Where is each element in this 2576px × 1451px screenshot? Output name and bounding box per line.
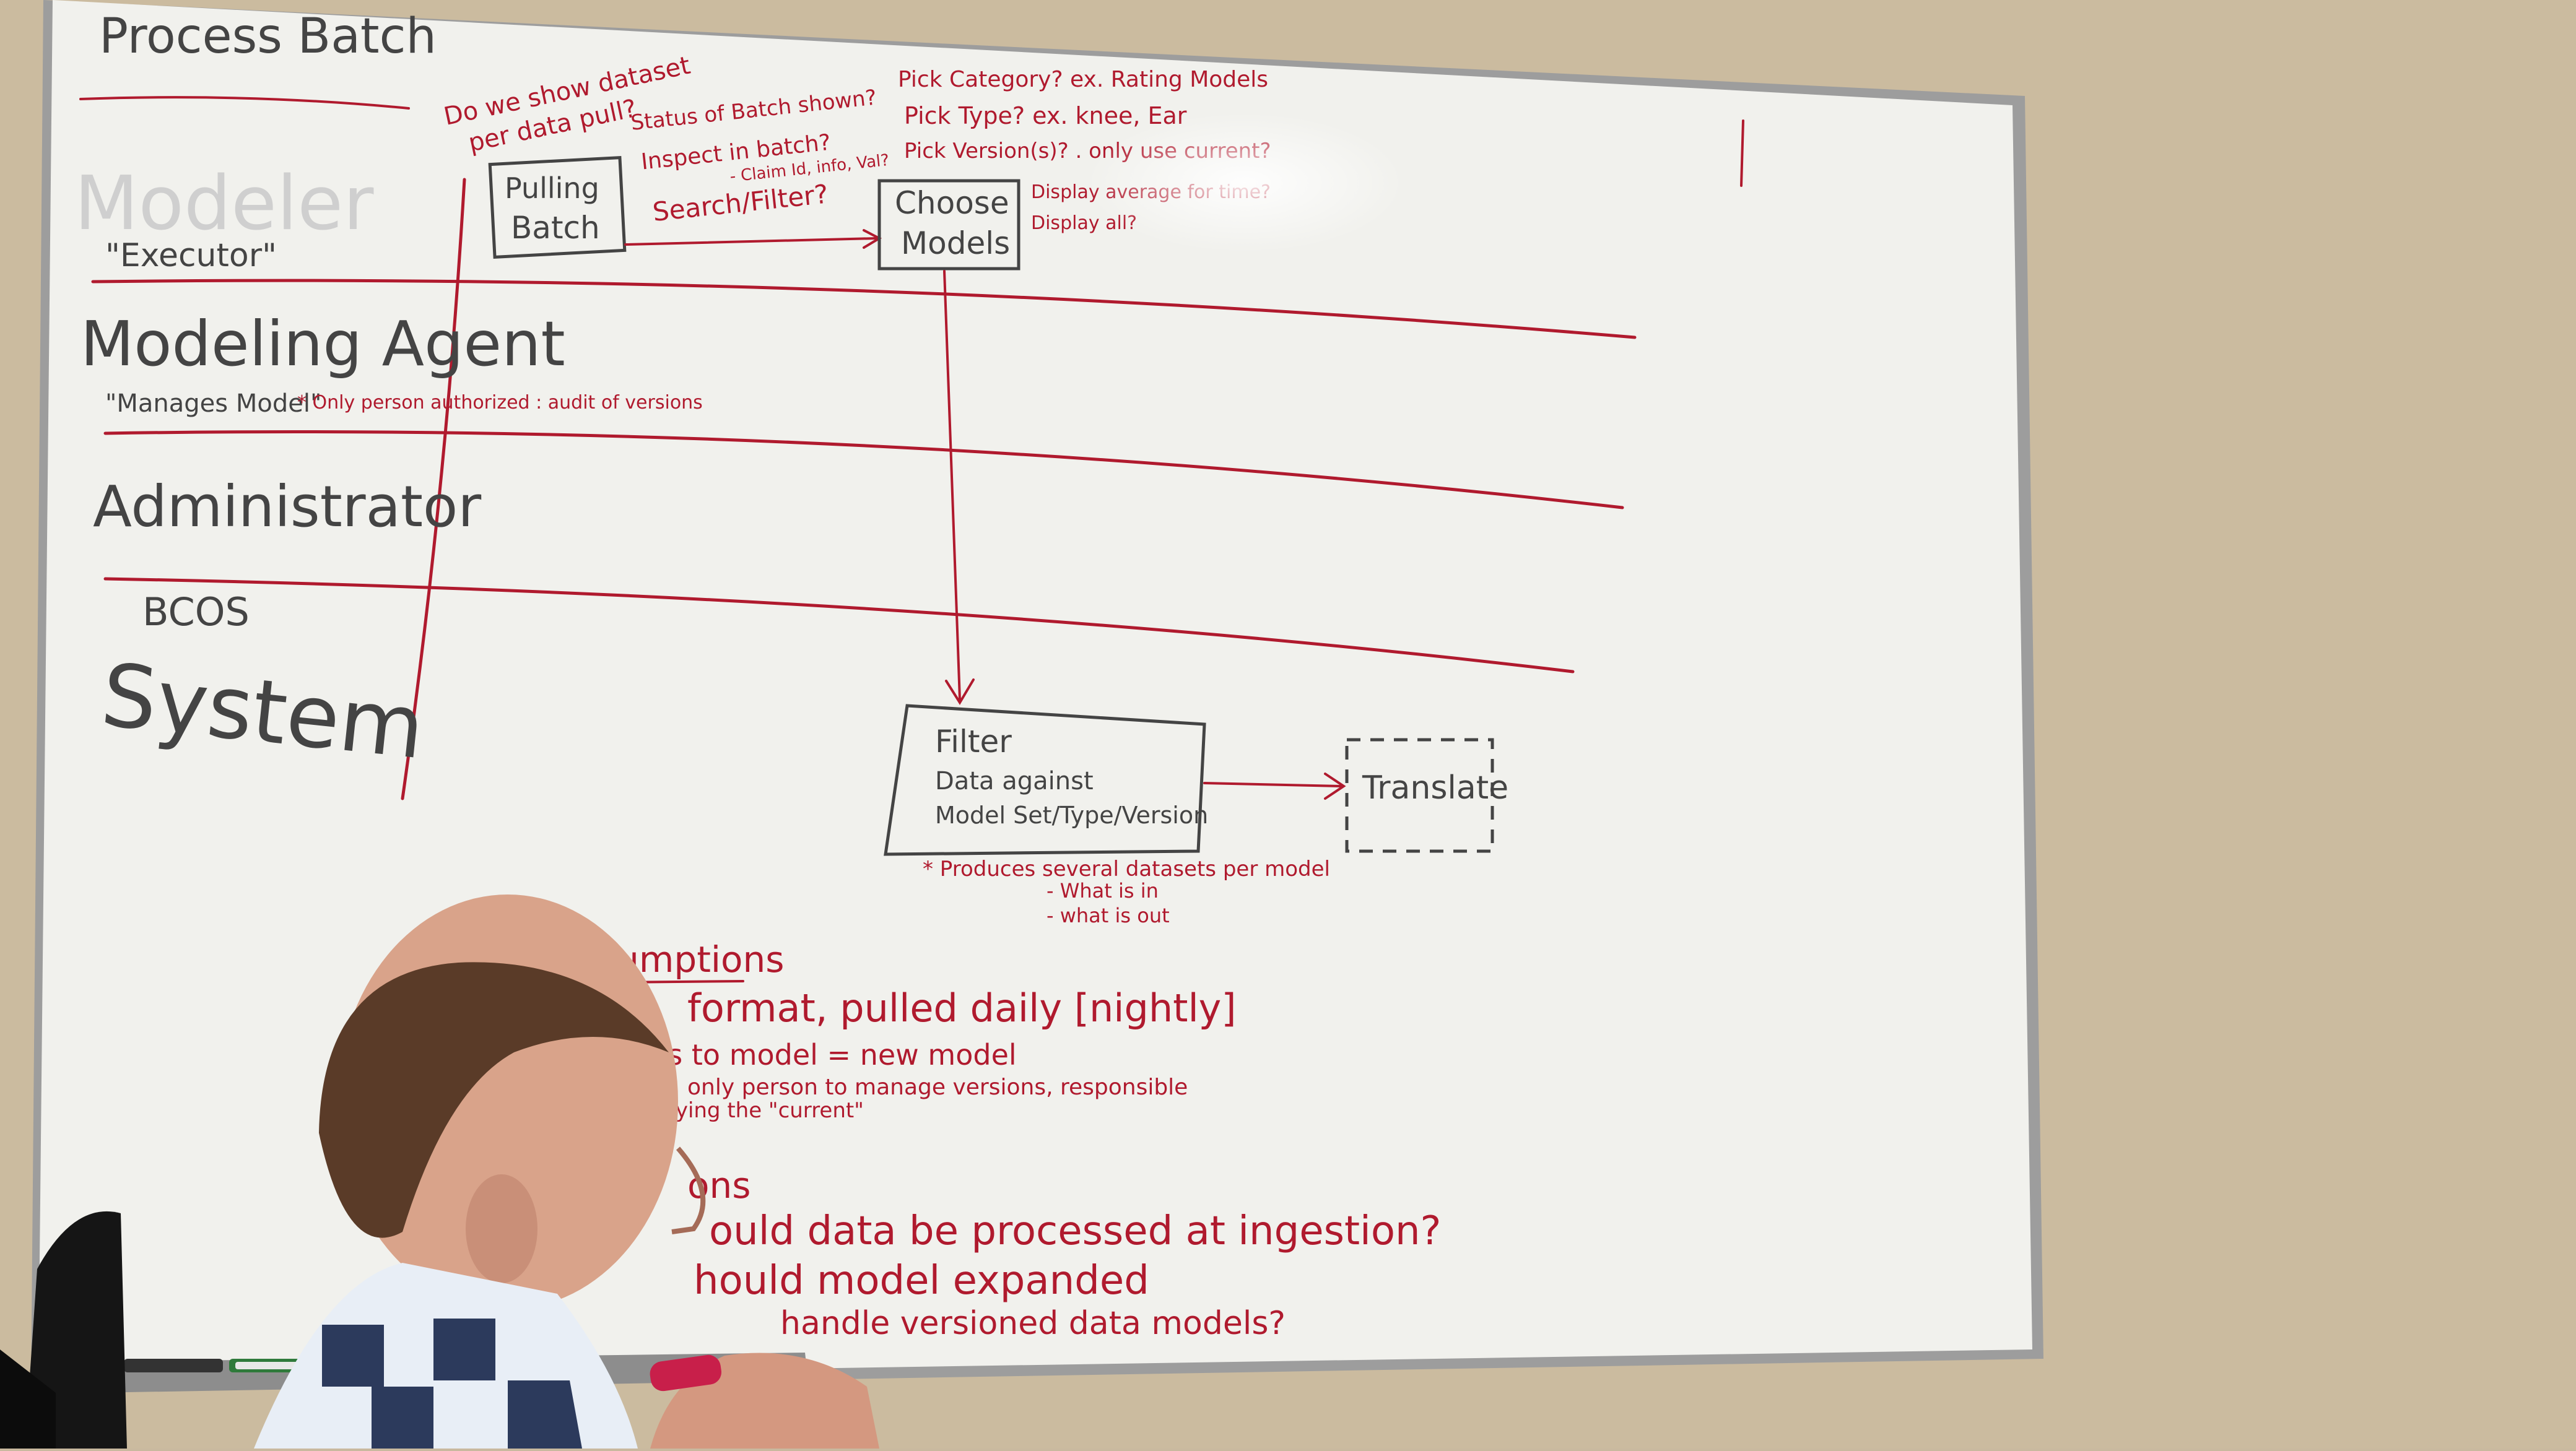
lane-divider-2 xyxy=(103,430,1624,509)
board-title: Process Batch xyxy=(99,9,437,64)
assumption-line-2: es to model = new model xyxy=(650,1038,1017,1072)
note-right-line-4: Display average for time? xyxy=(1031,181,1271,203)
box-filter-line-1: Filter xyxy=(935,724,1012,760)
chair-edge xyxy=(0,1349,56,1449)
red-marker xyxy=(650,1354,721,1392)
box-translate-label: Translate xyxy=(1362,769,1508,807)
box-pulling-line-1: Pulling xyxy=(505,171,599,205)
note-right-line-5: Display all? xyxy=(1031,212,1137,234)
assumption-line-1: format, pulled daily [nightly] xyxy=(687,985,1237,1031)
lane-modeling-agent-label: Modeling Agent xyxy=(80,308,565,380)
arrow-choose-to-filter xyxy=(943,270,961,701)
lane-divider-3 xyxy=(103,577,1575,674)
box-pulling-batch xyxy=(488,155,627,259)
lane-modeling-agent-subtitle: "Manages Model" xyxy=(105,389,321,418)
assumption-line-4: ifying the "current" xyxy=(663,1098,864,1123)
note-right-line-1: Pick Category? ex. Rating Models xyxy=(898,67,1268,92)
box-choose-line-2: Models xyxy=(901,225,1010,261)
arrow-pulling-to-choose xyxy=(624,237,877,246)
box-filter-line-3: Model Set/Type/Version xyxy=(935,802,1208,829)
box-filter xyxy=(884,704,1206,856)
question-line-2: hould model expanded xyxy=(694,1258,1149,1304)
lane-divider-1 xyxy=(91,279,1637,339)
lane-system-subtitle: BCOS xyxy=(142,589,250,635)
lane-modeling-agent-note: * Only person authorized : audit of vers… xyxy=(297,392,703,414)
arrow-head-filter xyxy=(945,678,975,705)
question-line-1: ould data be processed at ingestion? xyxy=(709,1208,1442,1254)
person-nose xyxy=(671,1146,706,1234)
box-translate xyxy=(1345,738,1494,853)
arrow-filter-to-translate xyxy=(1203,782,1342,787)
lane-administrator-label: Administrator xyxy=(93,474,481,540)
marker-black xyxy=(124,1359,223,1372)
box-choose-line-1: Choose xyxy=(895,185,1009,221)
marker-white xyxy=(235,1362,303,1369)
filter-note-line-1: * Produces several datasets per model xyxy=(923,857,1330,881)
filter-note-line-3: - what is out xyxy=(1046,904,1170,927)
lane-vertical-divider xyxy=(401,178,466,800)
lane-modeler-subtitle: "Executor" xyxy=(105,237,277,274)
box-filter-line-2: Data against xyxy=(935,767,1094,795)
question-line-3: handle versioned data models? xyxy=(780,1305,1286,1342)
box-choose-models xyxy=(877,179,1020,271)
shirt-pattern xyxy=(322,1319,582,1449)
note-right-line-2: Pick Type? ex. knee, Ear xyxy=(904,102,1187,129)
person xyxy=(254,894,879,1449)
title-underline xyxy=(79,96,410,110)
lane-modeler-label: Modeler xyxy=(74,161,374,247)
arrow-head-translate xyxy=(1324,773,1346,800)
filter-note-line-2: - What is in xyxy=(1046,879,1159,903)
assumption-line-3: only person to manage versions, responsi… xyxy=(687,1075,1188,1100)
person-ear xyxy=(466,1174,537,1283)
person-hair xyxy=(319,962,669,1238)
box-pulling-line-2: Batch xyxy=(511,210,600,246)
note-right-line-3: Pick Version(s)? . only use current? xyxy=(904,139,1271,163)
board-mark xyxy=(1740,119,1744,187)
